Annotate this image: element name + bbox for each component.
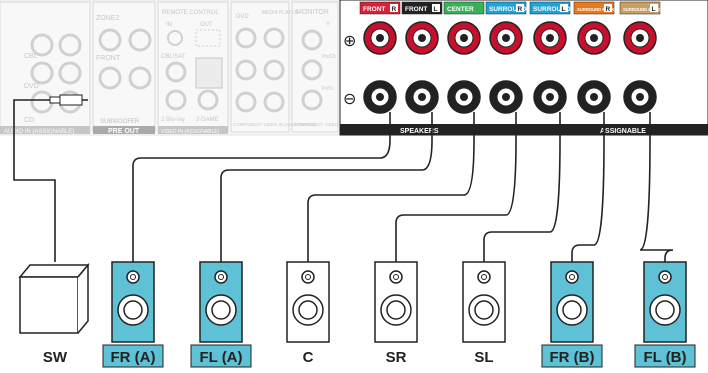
speaker-sr: SR bbox=[374, 261, 418, 366]
terminal-label: SURROUND bbox=[489, 6, 527, 13]
video-in-section: REMOTE CONTROL IN OUT CBL/SAT 2 Blu-ray … bbox=[157, 1, 229, 135]
terminal-1: FRONT R bbox=[359, 1, 401, 114]
dvd-audio-label: DVD bbox=[24, 83, 39, 90]
video-in-label: VIDEO IN (ASSIGNABLE) bbox=[161, 129, 220, 135]
terminal-2: FRONT L bbox=[401, 1, 443, 114]
subwoofer-cable bbox=[13, 94, 88, 262]
terminal-label: CENTER bbox=[447, 6, 474, 13]
speaker-label: FR (A) bbox=[111, 349, 156, 366]
remote-control-label: REMOTE CONTROL bbox=[162, 10, 219, 16]
speakers-row: SW FR (A) FL (A) C SR SL FR (B) FL (B) bbox=[18, 261, 696, 368]
speaker-fl-a-: FL (A) bbox=[190, 261, 252, 368]
terminal-3: CENTER bbox=[443, 1, 485, 114]
speaker-label: FR (B) bbox=[550, 349, 595, 366]
pb-label: Pb/Cb bbox=[322, 54, 336, 60]
terminal-side: R bbox=[606, 6, 611, 13]
zone2-label: ZONE2 bbox=[96, 15, 119, 22]
front-pre-label: FRONT bbox=[96, 55, 121, 62]
plus-symbol: ⊕ bbox=[343, 33, 356, 50]
cbl-sat-label: CBL/SAT bbox=[161, 54, 186, 60]
terminal-label: SURROUND BACK bbox=[577, 7, 614, 12]
terminal-label: FRONT bbox=[405, 6, 427, 13]
monitor-label: MONITOR bbox=[296, 9, 329, 16]
speaker-fr-a-: FR (A) bbox=[102, 261, 164, 368]
speaker-label: FL (B) bbox=[643, 349, 686, 366]
y-label: Y bbox=[326, 22, 330, 28]
component-in-section: DVD MEDIA PLAYER COMPONENT VIDEO IN (ASS… bbox=[230, 1, 316, 133]
wires bbox=[132, 112, 674, 262]
speaker-sl: SL bbox=[462, 261, 506, 366]
speaker-wire bbox=[395, 112, 517, 262]
terminal-side: L bbox=[434, 6, 438, 13]
pr-label: Pr/Cr bbox=[322, 86, 334, 92]
speaker-terminal-block: ⊕ ⊖ SPEAKERS ASSIGNABLE FRONT R FRONT L CENT… bbox=[339, 0, 708, 136]
speaker-fr-b-: FR (B) bbox=[541, 261, 603, 368]
terminal-label: SURROUND bbox=[533, 6, 571, 13]
speaker-wire bbox=[132, 112, 391, 262]
audio-in-label: AUDIO IN (ASSIGNABLE) bbox=[4, 129, 74, 135]
component-out-label: COMPONENT VIDEO OUT bbox=[294, 122, 349, 127]
speaker-label: SW bbox=[43, 349, 68, 366]
terminal-side: L bbox=[652, 6, 656, 13]
pre-out-section: ZONE2 FRONT SUBWOOFER PRE OUT bbox=[92, 1, 156, 135]
terminal-label: FRONT bbox=[363, 6, 385, 13]
speaker-label: FL (A) bbox=[199, 349, 242, 366]
bluray-label: 2 Blu-ray bbox=[161, 117, 185, 123]
speaker-c: C bbox=[286, 261, 330, 366]
component-in-label: COMPONENT VIDEO IN (ASSIGNABLE) bbox=[233, 122, 316, 127]
minus-symbol: ⊖ bbox=[343, 91, 356, 108]
speaker-wire bbox=[571, 112, 605, 262]
speaker-label: SR bbox=[386, 349, 407, 366]
remote-in-label: IN bbox=[166, 22, 172, 28]
speaker-label: SL bbox=[474, 349, 493, 366]
speakers-label: SPEAKERS bbox=[400, 128, 439, 135]
rear-panel: CBL DVD CD AUDIO IN (ASSIGNABLE) ZONE2 F… bbox=[0, 0, 349, 136]
subwoofer-label: SUBWOOFER bbox=[100, 119, 140, 125]
speaker-wire bbox=[307, 112, 475, 262]
cd-label: CD bbox=[24, 117, 34, 124]
terminal-label: SURROUND BACK bbox=[623, 7, 660, 12]
game-label: 3 GAME bbox=[196, 117, 219, 123]
speaker-wire bbox=[483, 112, 561, 262]
speaker-wire bbox=[220, 112, 433, 262]
remote-out-label: OUT bbox=[200, 22, 213, 28]
terminal-side: R bbox=[392, 6, 397, 13]
monitor-section: MONITOR Y Pb/Cb Pr/Cr COMPONENT VIDEO OU… bbox=[291, 1, 349, 133]
cbl-label: CBL bbox=[24, 53, 38, 60]
media-player-label: MEDIA PLAYER bbox=[262, 10, 299, 16]
terminal-side: R bbox=[518, 6, 523, 13]
audio-in-section: CBL DVD CD AUDIO IN (ASSIGNABLE) bbox=[0, 1, 91, 135]
speaker-label: C bbox=[303, 349, 314, 366]
pre-out-label: PRE OUT bbox=[108, 128, 140, 135]
speaker-sw: SW bbox=[18, 262, 90, 366]
speaker-fl-b-: FL (B) bbox=[634, 261, 696, 368]
speaker-wire bbox=[639, 112, 674, 262]
assignable-label: ASSIGNABLE bbox=[600, 128, 646, 135]
terminal-side: L bbox=[562, 6, 566, 13]
dvd-label: DVD bbox=[236, 14, 249, 20]
